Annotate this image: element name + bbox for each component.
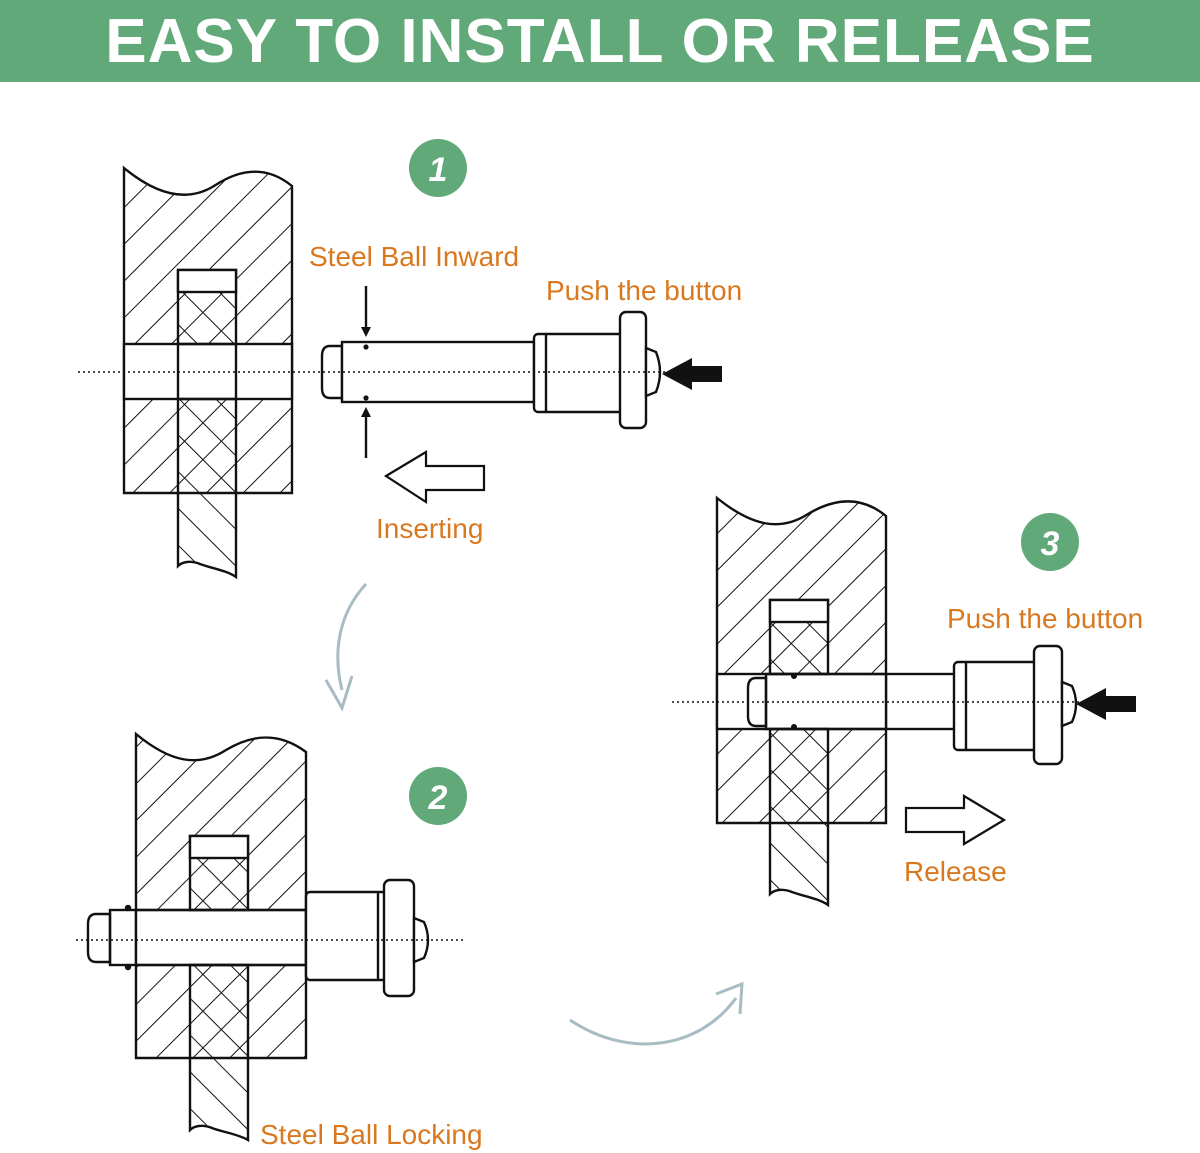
- step-3-steel-ball-bottom: [791, 724, 797, 730]
- step-3-pin-collar: [1032, 644, 1064, 766]
- step-2-pin-tip: [86, 912, 112, 964]
- step-3-push-label: Push the button: [947, 603, 1143, 634]
- step-3-inner-plate-lower: [768, 727, 830, 908]
- flow-arrow-1-to-2: [336, 582, 368, 691]
- step-1-action-label: Inserting: [376, 513, 483, 544]
- flow-arrow-2-to-3: [569, 997, 738, 1046]
- flow-arrow-2-to-3-head: [715, 981, 744, 1015]
- step-3-steel-ball-top: [791, 673, 797, 679]
- step-1-steel-ball-label: Steel Ball Inward: [309, 241, 519, 272]
- page-title: EASY TO INSTALL OR RELEASE: [105, 6, 1095, 76]
- step-3-number: 3: [1041, 525, 1060, 563]
- step-1-insert-arrow: [383, 450, 486, 505]
- step-2-badge: [409, 767, 467, 825]
- step-1-inner-plate-lower: [176, 397, 238, 580]
- step-1-badge: [409, 139, 467, 197]
- step-1-inner-slot: [176, 268, 238, 294]
- step-2-pin-sleeve: [304, 890, 388, 982]
- title-banner: EASY TO INSTALL OR RELEASE: [0, 0, 1200, 82]
- step-3-push-arrow: [1076, 688, 1136, 720]
- step-2-number: 2: [428, 779, 448, 817]
- step-2-steel-ball-label: Steel Ball Locking: [260, 1119, 483, 1150]
- step-2-group: 2 Steel Ball Locking: [76, 731, 483, 1150]
- step-1-steel-ball-top: [363, 344, 369, 350]
- step-3-badge: [1021, 513, 1079, 571]
- step-1-group: 1 Steel Ball Inward Push the button Inse…: [78, 139, 742, 580]
- step-2-inner-slot: [188, 834, 250, 860]
- step-1-pin-collar: [618, 310, 648, 430]
- step-1-number: 1: [429, 151, 448, 189]
- step-3-action-label: Release: [904, 856, 1007, 887]
- step-3-inner-slot: [768, 598, 830, 624]
- step-2-bore: [134, 908, 308, 967]
- step-3-push-button: [1060, 680, 1078, 728]
- step-3-bore: [715, 672, 888, 731]
- step-2-steel-ball-bottom: [124, 963, 132, 971]
- step-2-steel-ball-top: [124, 904, 132, 912]
- step-2-pin-collar: [382, 878, 416, 998]
- step-1-push-arrow: [662, 358, 722, 390]
- step-2-inner-plate-lower: [188, 963, 250, 1143]
- step-1-pin-tip: [320, 344, 344, 400]
- step-1-push-label: Push the button: [546, 275, 742, 306]
- step-3-release-arrow: [904, 794, 1007, 846]
- flow-arrow-1-to-2-head: [324, 675, 354, 712]
- step-1-steel-ball-bottom: [363, 395, 369, 401]
- step-3-group: 3 Push the button Release: [672, 495, 1143, 908]
